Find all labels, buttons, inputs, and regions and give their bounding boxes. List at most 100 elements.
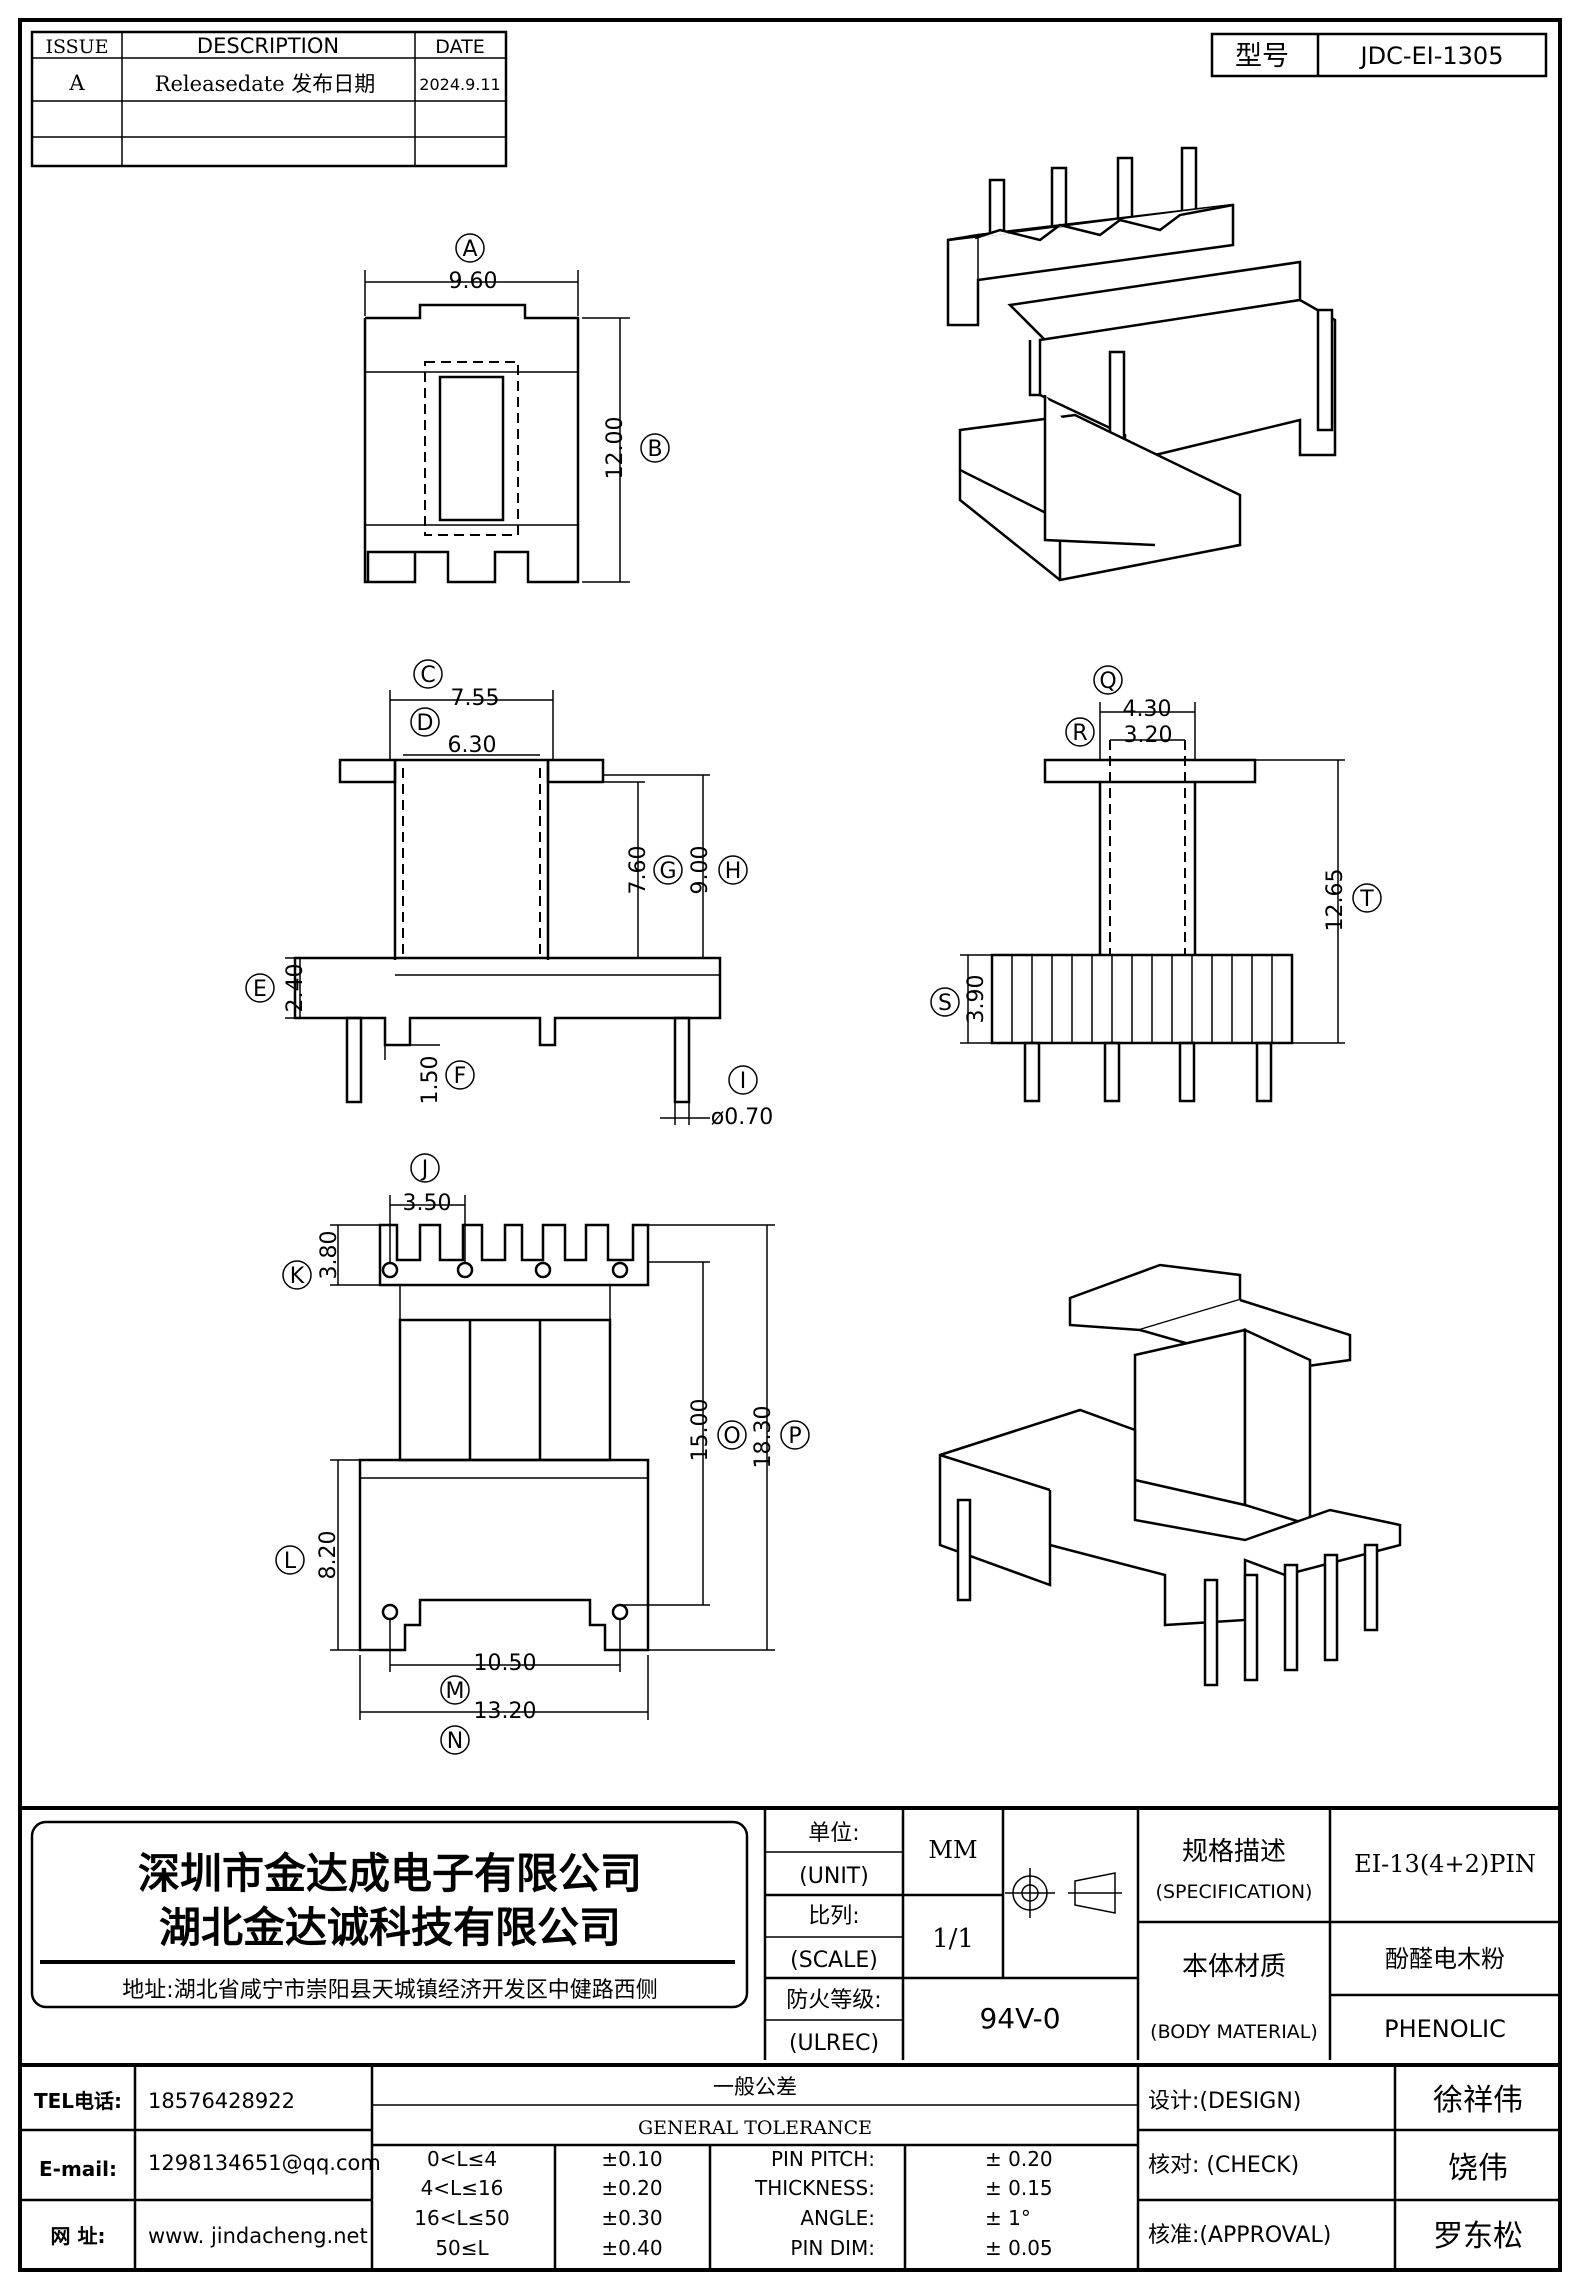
tol-item-label-4: PIN DIM: [790,2236,875,2260]
dim-O: 15.00 [688,1399,713,1462]
dim-H: 9.00 [688,846,713,895]
tol-value-4: ±0.40 [601,2236,662,2260]
tol-item-label-1: PIN PITCH: [771,2147,875,2171]
svg-text:H: H [725,859,742,884]
svg-text:Q: Q [1099,669,1116,694]
web-value: www. jindacheng.net [148,2224,368,2248]
svg-text:E: E [253,977,267,1002]
spec-value: EI-13(4+2)PIN [1354,1850,1536,1878]
scale-value: 1/1 [932,1924,974,1954]
svg-text:I: I [740,1069,747,1094]
spec-label-en: (SPECIFICATION) [1156,1881,1313,1903]
rev-row-description: Releasedate 发布日期 [155,72,376,96]
tol-range-3: 16<L≤50 [414,2206,510,2230]
tol-item-label-2: THICKNESS: [754,2176,875,2200]
company-address: 地址:湖北省咸宁市崇阳县天城镇经济开发区中健路西侧 [122,1978,657,2003]
check-name: 饶伟 [1448,2151,1508,2186]
side-view: Q 4.30 R 3.20 12.65 T 3.90 S [930,665,1382,1103]
rev-row-issue: A [68,71,85,95]
dim-E: 2.40 [283,964,308,1013]
isometric-view-assembled [938,1263,1402,1687]
svg-text:B: B [647,437,662,462]
rev-header-date: DATE [435,36,484,58]
svg-text:J: J [420,1157,429,1182]
model-box: 型号 JDC-EI-1305 [1210,32,1548,78]
unit-value: MM [928,1836,977,1864]
dim-S: 3.90 [964,975,989,1024]
spec-label: 规格描述 [1182,1837,1286,1867]
dim-N: 13.20 [474,1699,537,1724]
svg-text:A: A [462,237,477,262]
model-number: JDC-EI-1305 [1359,42,1504,70]
dim-F: 1.50 [418,1056,443,1105]
dim-M: 10.50 [474,1651,537,1676]
dim-Q: 4.30 [1123,697,1172,722]
approval-name: 罗东松 [1433,2219,1523,2254]
dim-J: 3.50 [403,1191,452,1216]
revision-table: ISSUE DESCRIPTION DATE A Releasedate 发布日… [30,30,508,168]
material-label-en: (BODY MATERIAL) [1150,2021,1318,2043]
svg-text:K: K [290,1264,305,1289]
fire-rating-value: 94V-0 [979,2002,1060,2035]
svg-text:R: R [1072,721,1087,746]
dim-A: 9.60 [449,269,498,294]
dim-P: 18.30 [751,1406,776,1469]
web-label: 网 址: [51,2224,106,2248]
svg-text:P: P [788,1424,801,1449]
fire-rating-label: 防火等级: [786,1988,881,2013]
company-name-2: 湖北金达诚科技有限公司 [159,1903,621,1952]
dim-G: 7.60 [626,846,651,895]
tol-value-3: ±0.30 [601,2206,662,2230]
unit-label: 单位: [808,1821,859,1846]
tolerance-title-en: GENERAL TOLERANCE [638,2117,872,2139]
tol-item-value-2: ± 0.15 [985,2176,1053,2200]
tol-item-value-4: ± 0.05 [985,2236,1053,2260]
projection-symbol [1005,1868,1122,1918]
fire-rating-label-en: (ULREC) [789,2031,879,2056]
dim-D: 6.30 [448,733,497,758]
tel-label: TEL电话: [34,2089,122,2113]
dim-R: 3.20 [1124,723,1173,748]
scale-label: 比列: [808,1904,859,1929]
tol-item-value-1: ± 0.20 [985,2147,1053,2171]
material-label: 本体材质 [1182,1952,1286,1982]
svg-text:O: O [723,1424,740,1449]
svg-text:S: S [938,991,952,1016]
tol-range-1: 0<L≤4 [427,2147,497,2171]
tel-value: 18576428922 [148,2089,295,2113]
design-name: 徐祥伟 [1433,2083,1523,2118]
svg-text:C: C [420,663,435,688]
dim-K: 3.80 [317,1231,342,1280]
check-label: 核对: (CHECK) [1148,2153,1299,2178]
sheet-border [18,18,1562,2272]
dim-L: 8.20 [316,1531,341,1580]
tol-item-label-3: ANGLE: [800,2206,875,2230]
svg-text:L: L [284,1549,297,1574]
isometric-view-exploded [946,146,1337,582]
rev-row-date: 2024.9.11 [419,75,500,94]
tol-item-value-3: ± 1° [985,2206,1031,2230]
scale-label-en: (SCALE) [790,1948,878,1973]
email-value: 1298134651@qq.com [148,2151,381,2175]
approval-label: 核准:(APPROVAL) [1148,2223,1331,2248]
top-view: A 9.60 12.00 B [363,233,670,584]
rev-header-description: DESCRIPTION [197,34,339,58]
design-label: 设计:(DESIGN) [1148,2089,1301,2114]
model-label: 型号 [1235,41,1289,72]
svg-text:D: D [417,711,434,736]
dim-B: 12.00 [603,417,628,480]
bottom-view: J 3.50 3.80 K 8.20 L 15.00 O 18.30 P 10. [275,1153,810,1755]
tol-value-1: ±0.10 [601,2147,662,2171]
unit-label-en: (UNIT) [799,1864,869,1889]
material-value-en: PHENOLIC [1384,2015,1506,2043]
material-value: 酚醛电木粉 [1385,1945,1505,1973]
svg-text:G: G [659,859,676,884]
dim-I: ø0.70 [711,1105,773,1130]
title-block: 深圳市金达成电子有限公司 湖北金达诚科技有限公司 地址:湖北省咸宁市崇阳县天城镇… [20,1806,1560,2270]
front-view: C 7.55 D 6.30 7.60 G 9.00 H 2.40 E 1.50 … [245,659,773,1130]
company-name-1: 深圳市金达成电子有限公司 [138,1849,642,1898]
email-label: E-mail: [39,2157,117,2181]
tol-range-2: 4<L≤16 [421,2176,504,2200]
svg-text:F: F [454,1064,467,1089]
tol-value-2: ±0.20 [601,2176,662,2200]
